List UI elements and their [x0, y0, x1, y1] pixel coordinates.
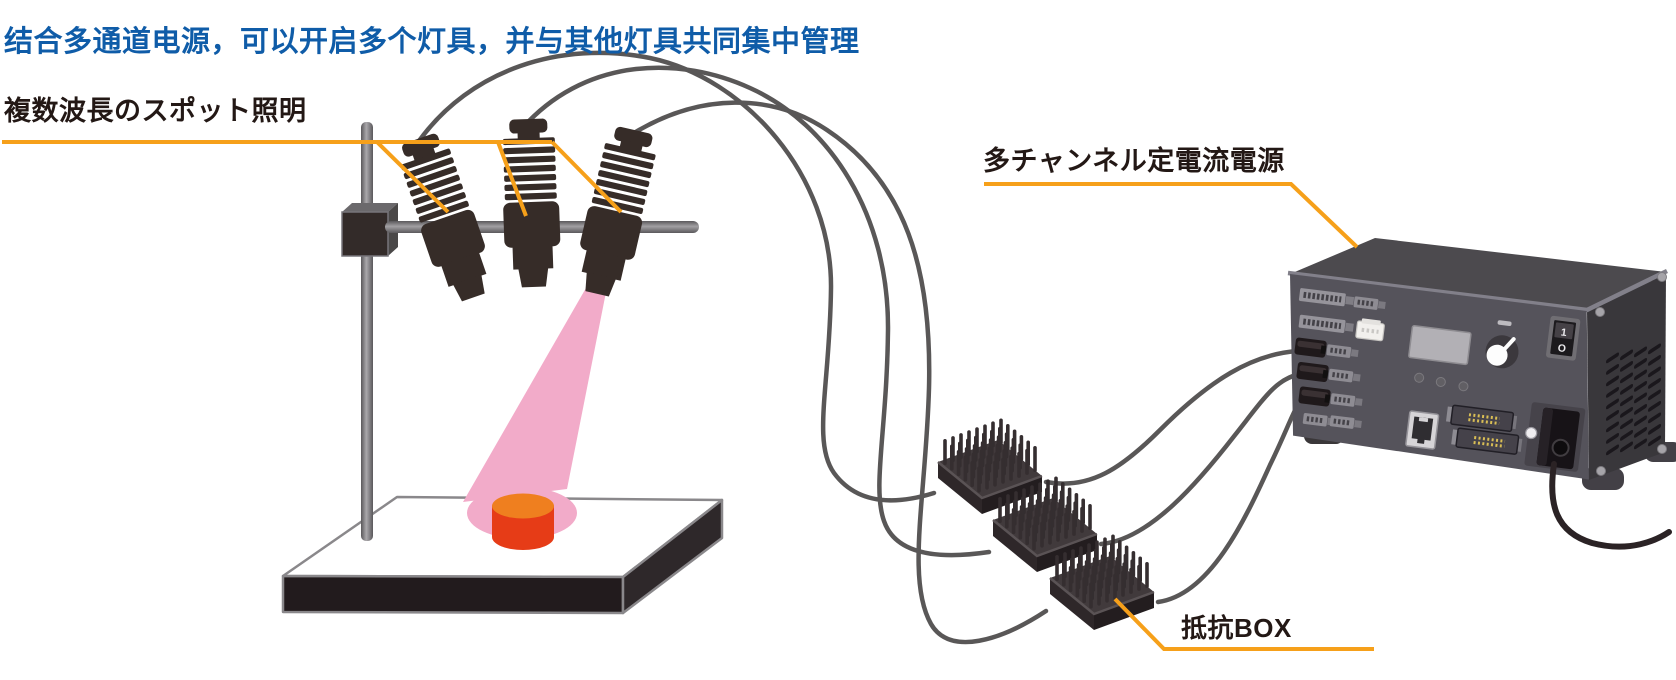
page-heading: 结合多通道电源，可以开启多个灯具，并与其他灯具共同集中管理 — [4, 26, 860, 58]
cable-lamp1-to-box1 — [416, 50, 937, 503]
switch-on-label: 1 — [1560, 326, 1567, 339]
cable-lamp3-to-box3 — [631, 100, 1049, 645]
power-cord — [1549, 461, 1672, 550]
cable-box1-to-psu — [1043, 348, 1301, 486]
psu-top-face — [1290, 238, 1666, 311]
inlet-screw — [1525, 426, 1538, 440]
leader-power-supply — [984, 182, 1359, 249]
switch-off-label: O — [1557, 342, 1567, 355]
indicator-lights — [1414, 372, 1469, 392]
clamp-front — [341, 211, 389, 257]
case-screws — [1595, 272, 1667, 476]
target-object — [492, 493, 554, 550]
target-side — [492, 506, 554, 550]
target-top — [492, 493, 554, 519]
psu-top-rim — [1287, 268, 1668, 313]
resistor-box-1 — [938, 419, 1042, 515]
power-supply: 1 O — [1287, 238, 1676, 550]
power-supply-label: 多チャンネル定電流電源 — [983, 146, 1285, 176]
control-knob — [1485, 320, 1519, 369]
power-switch: 1 O — [1546, 315, 1581, 361]
spot-light-3 — [569, 123, 663, 301]
spot-light-1 — [392, 129, 500, 307]
lcd-display — [1408, 325, 1472, 366]
spot-light-label: 複数波長のスポット照明 — [4, 96, 307, 126]
leader-resistor-box — [1113, 597, 1374, 651]
resistor-box-label: 抵抗BOX — [1181, 613, 1292, 643]
psu-front-panel: 1 O — [1290, 274, 1589, 480]
stand-rod — [361, 122, 373, 541]
leader-spot-lights — [2, 140, 623, 217]
spot-lights — [392, 118, 663, 307]
clamp-top — [342, 203, 398, 212]
leader-lines — [2, 140, 1374, 651]
cable-lamp2-to-box2 — [525, 65, 992, 558]
resistor-boxes — [938, 419, 1154, 631]
base-side-face — [621, 498, 724, 615]
cable-box2-to-psu — [1098, 371, 1303, 547]
knob-index-mark — [1497, 320, 1512, 327]
ac-inlet — [1524, 402, 1586, 472]
ethernet-port — [1405, 410, 1440, 450]
base-front-face — [281, 574, 625, 615]
connector-white — [1355, 318, 1385, 342]
